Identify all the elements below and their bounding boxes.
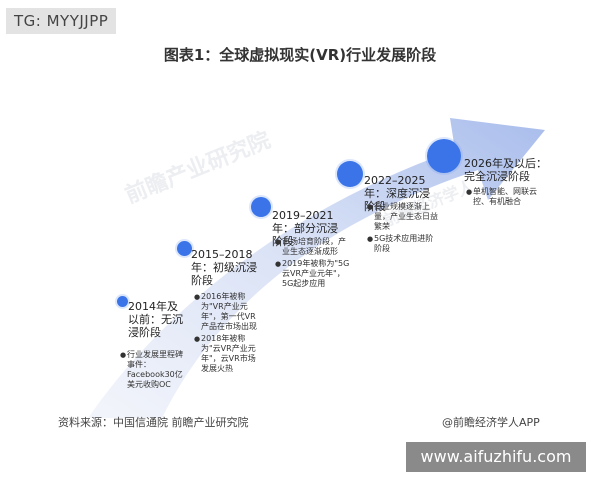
stage-bullet: 2019年被称为"5G云VR产业元年"，5G起步应用 xyxy=(282,259,350,288)
stage-title-4: 2022–2025年：深度沉浸阶段 xyxy=(364,174,430,213)
chart-title: 图表1：全球虚拟现实(VR)行业发展阶段 xyxy=(163,46,437,64)
stage-title-2: 2015–2018年：初级沉浸阶段 xyxy=(191,248,257,287)
stage-dot-1 xyxy=(117,296,128,307)
stage-dot-3 xyxy=(251,197,271,217)
arrow-shape xyxy=(88,118,545,418)
bullet-marker: ● xyxy=(194,335,201,343)
stage-title-3: 2019–2021年：部分沉浸阶段 xyxy=(272,209,338,248)
brand-credit: @前瞻经济学人APP xyxy=(442,416,540,429)
stage-bullet: 行业规模逐渐上量，产业生态日益繁荣 xyxy=(374,202,438,231)
stage-bullet: 5G技术应用进阶阶段 xyxy=(374,234,434,253)
stage-bullet: 市场培育阶段，产业生态逐渐成形 xyxy=(282,237,346,256)
stage-dot-5 xyxy=(427,139,461,173)
bullet-marker: ● xyxy=(367,235,374,243)
stage-title-5: 2026年及以后：完全沉浸阶段 xyxy=(464,157,547,183)
site-watermark: www.aifuzhifu.com xyxy=(406,442,586,472)
bullet-marker: ● xyxy=(120,351,127,359)
source-note: 资料来源：中国信通院 前瞻产业研究院 xyxy=(58,416,249,429)
stage-dot-4 xyxy=(337,161,363,187)
stage-bullets-4: ●行业规模逐渐上量，产业生态日益繁荣 ●5G技术应用进阶阶段 xyxy=(367,202,439,256)
stage-bullets-3: ●市场培育阶段，产业生态逐渐成形 ●2019年被称为"5G云VR产业元年"，5G… xyxy=(275,237,351,291)
stage-dot-2 xyxy=(177,241,192,256)
bullet-marker: ● xyxy=(466,188,473,196)
bullet-marker: ● xyxy=(194,293,201,301)
stage-bullet: 2018年被称为"云VR产业元年"，云VR市场发展火热 xyxy=(201,334,256,373)
stage-bullet: 2016年被称为"VR产业元年"，第一代VR产品在市场出现 xyxy=(201,292,257,331)
stage-bullets-5: ●单机智能、网联云控、有机融合 xyxy=(466,187,538,209)
bullet-marker: ● xyxy=(275,238,282,246)
watermark-tag: TG: MYYJJPP xyxy=(6,8,117,34)
stage-bullets-1: ●行业发展里程碑事件：Facebook30亿美元收购OC xyxy=(120,350,186,392)
stage-title-1: 2014年及以前：无沉浸阶段 xyxy=(128,300,183,339)
stage-bullets-2: ●2016年被称为"VR产业元年"，第一代VR产品在市场出现 ●2018年被称为… xyxy=(194,292,262,376)
bullet-marker: ● xyxy=(275,260,282,268)
stage-bullet: 单机智能、网联云控、有机融合 xyxy=(473,187,537,206)
bullet-marker: ● xyxy=(367,203,374,211)
stage-bullet: 行业发展里程碑事件：Facebook30亿美元收购OC xyxy=(127,350,183,389)
